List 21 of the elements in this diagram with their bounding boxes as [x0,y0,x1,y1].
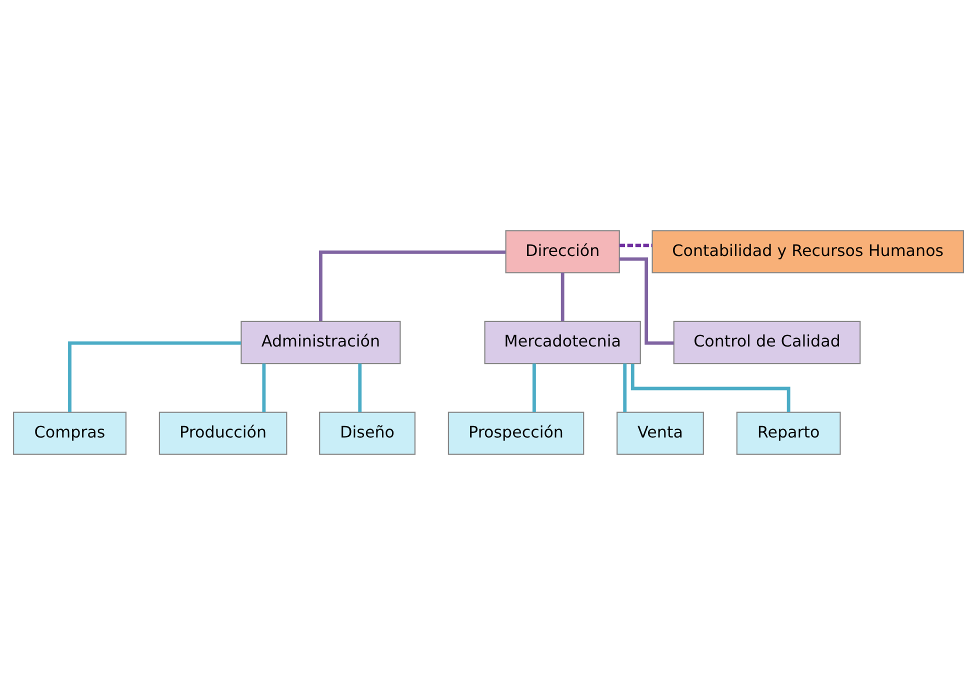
connector [622,364,626,412]
connector [619,244,652,248]
connector [358,364,362,412]
node-box: Producción [158,412,287,455]
node-box: Venta [616,412,704,455]
connector [532,364,536,412]
connector [262,364,266,412]
node-box: Mercadotecnia [484,320,640,364]
node-box: Reparto [736,412,840,455]
node-box: Diseño [318,412,416,455]
node-box: Prospección [447,412,584,455]
node-box: Compras [12,412,126,455]
node-box: Control de Calidad [672,320,860,364]
connector [68,341,240,412]
connector [318,250,506,322]
connector [618,257,674,345]
connector [630,364,790,412]
node-box: Administración [240,320,400,364]
connector [560,272,564,322]
node-box: Dirección [504,230,620,274]
node-box: Contabilidad y Recursos Humanos [651,230,964,274]
